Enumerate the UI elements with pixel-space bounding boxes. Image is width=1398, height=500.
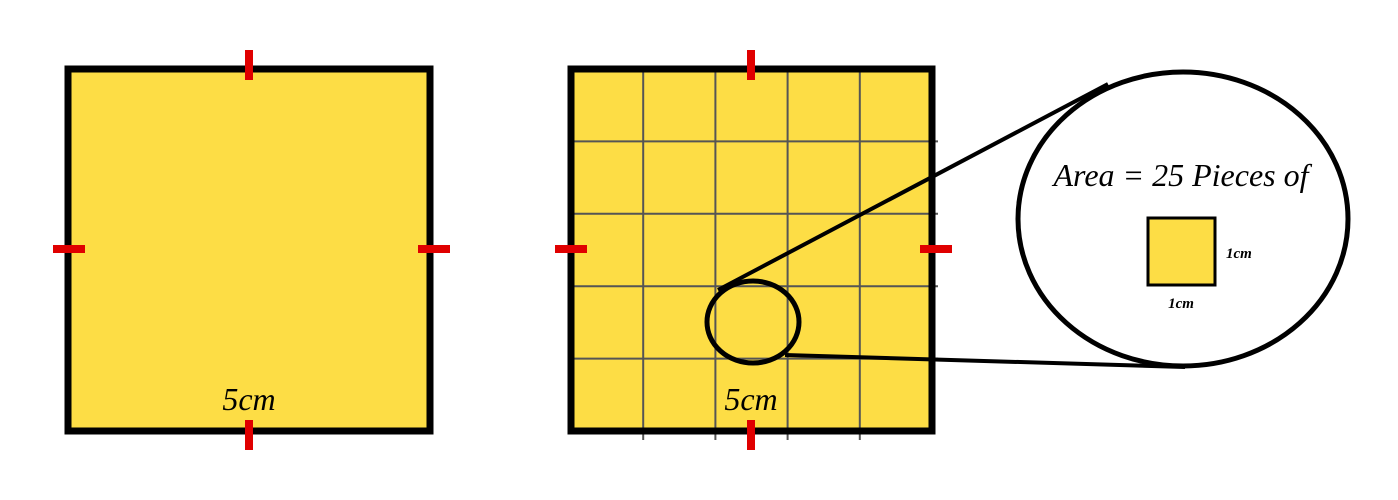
right-square-tick-right (920, 245, 952, 253)
right-square-tick-bottom (747, 420, 755, 450)
magnified-cell-circle (704, 278, 802, 366)
zoom-area-text: Area = 25 Pieces of (1052, 157, 1313, 193)
left-square-tick-bottom (245, 420, 253, 450)
right-square-tick-left (555, 245, 587, 253)
unit-square-bottom-label: 1cm (1168, 296, 1194, 312)
left-square-tick-left (53, 245, 85, 253)
magnifier-connector-bottom (784, 353, 1186, 369)
left-square (64, 65, 434, 435)
left-square-tick-top (245, 50, 253, 80)
left-square-side-label: 5cm (222, 381, 275, 417)
right-square-tick-top (747, 50, 755, 80)
left-square-group: 5cm (53, 50, 450, 450)
right-square-group: 5cm (555, 50, 952, 450)
unit-square-side-label: 1cm (1226, 246, 1252, 262)
unit-square (1146, 216, 1217, 287)
magnifier-group: Area = 25 Pieces of 1cm 1cm (704, 69, 1351, 369)
left-square-tick-right (418, 245, 450, 253)
right-square (571, 69, 932, 431)
magnifier-connector-top (717, 82, 1109, 292)
right-square-side-label: 5cm (724, 381, 777, 417)
